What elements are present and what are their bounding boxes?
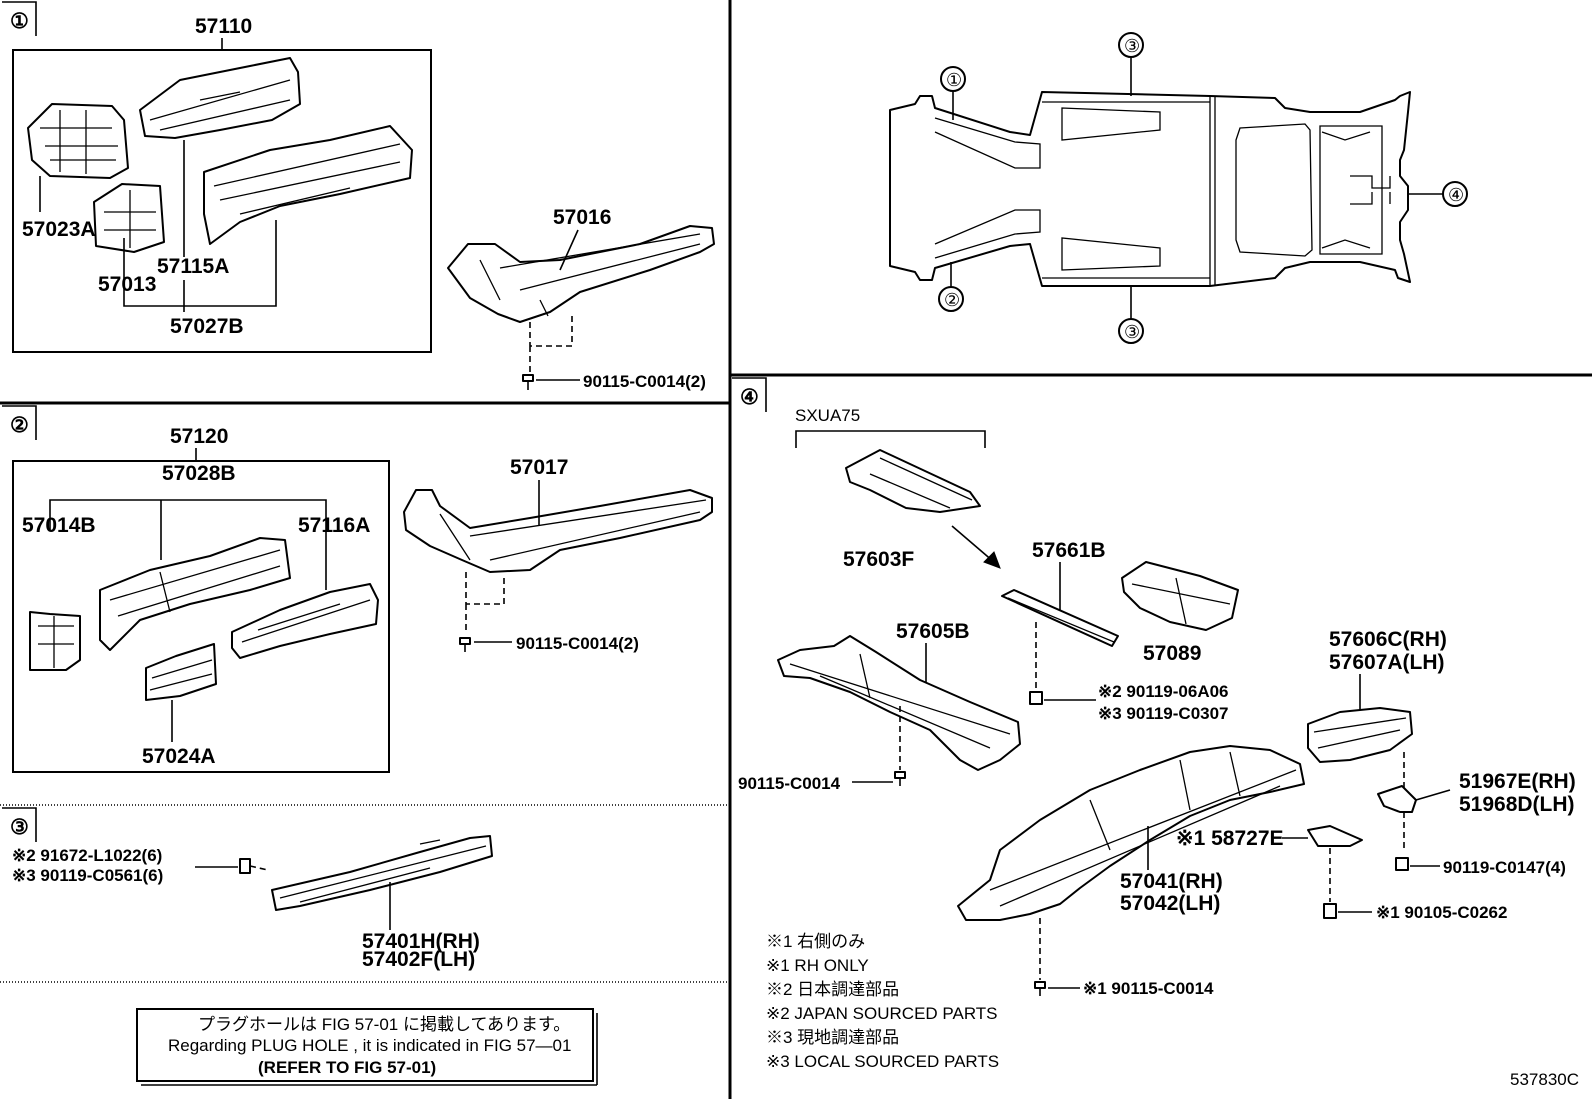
bolt-icon	[894, 771, 906, 786]
label-51967E: 51967E(RH)	[1459, 770, 1576, 793]
section-number-1: ①	[10, 10, 29, 33]
label-bolt-s4-left: 90115-C0014	[738, 774, 841, 793]
label-57027B: 57027B	[170, 315, 244, 338]
legend-line-3: ※2 日本調達部品	[766, 980, 899, 999]
overview-callouts: ① ③ ④ ② ③	[938, 32, 1468, 344]
bolt-icon	[239, 858, 269, 874]
part-57014B	[29, 611, 81, 671]
note-reference: (REFER TO FIG 57-01)	[258, 1058, 436, 1077]
section-tag-4: ④	[732, 377, 767, 412]
label-bolt-s3-a: ※2 91672-L1022(6)	[12, 846, 162, 865]
overview-callout-2: ②	[944, 290, 960, 310]
label-bolt-s2: 90115-C0014(2)	[516, 634, 639, 653]
legend-line-4: ※2 JAPAN SOURCED PARTS	[766, 1004, 998, 1023]
section-number-2: ②	[10, 414, 29, 437]
label-57014B: 57014B	[22, 514, 96, 537]
label-57603F: 57603F	[843, 548, 914, 571]
label-nut-b: ※3 90119-C0307	[1098, 704, 1229, 723]
label-57024A: 57024A	[142, 745, 216, 768]
overview-callout-3-top: ③	[1124, 36, 1140, 56]
label-57023A: 57023A	[22, 218, 96, 241]
legend-line-1: ※1 右側のみ	[766, 932, 865, 951]
label-variant: SXUA75	[795, 406, 860, 425]
label-bolt-s3-b: ※3 90119-C0561(6)	[12, 866, 163, 885]
label-57605B: 57605B	[896, 620, 970, 643]
nut-icon	[1029, 691, 1043, 705]
legend-line-6: ※3 LOCAL SOURCED PARTS	[766, 1052, 999, 1071]
note-box	[136, 1008, 594, 1082]
legend-line-2: ※1 RH ONLY	[766, 956, 869, 975]
nut-icon	[1395, 857, 1409, 871]
overview-callout-1: ①	[946, 70, 962, 90]
label-57013: 57013	[98, 273, 156, 296]
part-57017	[403, 489, 713, 573]
legend: ※1 右側のみ ※1 RH ONLY ※2 日本調達部品 ※2 JAPAN SO…	[766, 932, 999, 1071]
label-57661B: 57661B	[1032, 539, 1106, 562]
section-tag-3: ③	[2, 807, 37, 842]
overview-callout-3-bottom: ③	[1124, 322, 1140, 342]
bolt-icon	[1034, 981, 1046, 996]
bolt-icon	[522, 374, 534, 390]
label-58727E: ※1 58727E	[1176, 827, 1284, 850]
section-number-3: ③	[10, 816, 29, 839]
label-57041: 57041(RH)	[1120, 870, 1223, 893]
part-57024A	[145, 643, 217, 701]
label-bolt-s4-bottom: ※1 90115-C0014	[1083, 979, 1214, 998]
part-57115A	[93, 183, 165, 253]
label-57110: 57110	[195, 15, 252, 38]
label-57028B: 57028B	[162, 462, 236, 485]
part-57028B	[99, 537, 291, 651]
label-57606C: 57606C(RH)	[1329, 628, 1447, 651]
section-tag-1: ①	[2, 1, 37, 36]
part-57110-upper	[139, 57, 301, 139]
part-57016	[447, 225, 715, 323]
label-57607A: 57607A(LH)	[1329, 651, 1445, 674]
label-57089: 57089	[1143, 642, 1201, 665]
part-57089	[1121, 561, 1239, 631]
label-bolt-s1: 90115-C0014(2)	[583, 372, 706, 391]
label-57116A: 57116A	[298, 514, 370, 537]
arrow-icon	[951, 525, 1001, 569]
bolt-icon	[459, 637, 471, 652]
label-51968D: 51968D(LH)	[1459, 793, 1575, 816]
note-japanese: プラグホールは FIG 57-01 に掲載してあります。	[198, 1015, 570, 1034]
overview-callout-4: ④	[1448, 185, 1464, 205]
part-57603F	[845, 449, 981, 513]
label-bolt-s4-r1: 90119-C0147(4)	[1443, 858, 1566, 877]
label-nut-a: ※2 90119-06A06	[1098, 682, 1229, 701]
nut-icon	[1323, 903, 1337, 919]
label-bolt-s4-r2: ※1 90105-C0262	[1376, 903, 1507, 922]
part-57116A	[231, 583, 379, 659]
label-57402F: 57402F(LH)	[362, 948, 475, 971]
part-57110-rail	[203, 125, 413, 245]
part-57401H-rocker	[271, 835, 493, 911]
part-58727E	[1307, 825, 1363, 847]
section-number-4: ④	[740, 386, 759, 409]
label-57401H: 57401H(RH)	[362, 930, 480, 953]
figure-code: 537830C	[1510, 1070, 1579, 1089]
part-51967E	[1377, 785, 1417, 813]
part-57606C	[1307, 707, 1413, 763]
section-tag-2: ②	[2, 405, 37, 440]
label-57042: 57042(LH)	[1120, 892, 1220, 915]
label-57017: 57017	[510, 456, 568, 479]
legend-line-5: ※3 現地調達部品	[766, 1028, 899, 1047]
note-english: Regarding PLUG HOLE , it is indicated in…	[168, 1036, 571, 1055]
part-57661B	[1001, 589, 1119, 647]
part-57605B	[777, 635, 1021, 771]
label-57120: 57120	[170, 425, 228, 448]
chassis-overview	[889, 91, 1411, 287]
label-57115A: 57115A	[157, 255, 229, 278]
label-57016: 57016	[553, 206, 611, 229]
assembly-box-57120	[12, 460, 390, 773]
part-57023A	[27, 103, 129, 179]
part-57041-frame	[957, 745, 1305, 921]
